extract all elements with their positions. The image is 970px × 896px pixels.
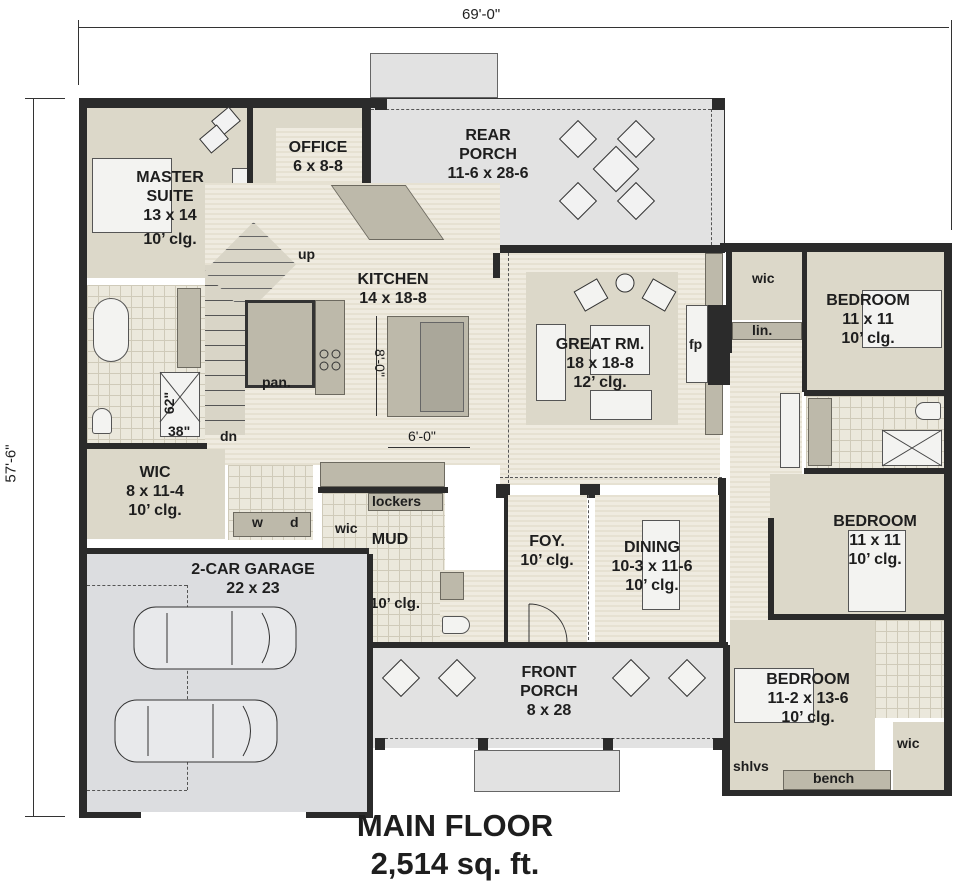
bedroom-1-wic xyxy=(732,252,804,320)
office-label: OFFICE 6 x 8-8 xyxy=(288,139,348,176)
lockers xyxy=(368,493,443,511)
floor-area: 2,514 sq. ft. xyxy=(370,846,540,881)
bedroom-3-label: BEDROOM 11-2 x 13-6 10’ clg. xyxy=(766,671,850,727)
bedroom-2-label: BEDROOM 11 x 11 10’ clg. xyxy=(833,513,917,569)
bedroom-3-bath xyxy=(875,620,944,718)
dining-label: DINING 10-3 x 11-6 10’ clg. xyxy=(611,539,693,595)
depth-dimension-label: 57'-6" xyxy=(2,444,20,483)
foyer xyxy=(507,495,587,642)
washer-dryer xyxy=(233,512,311,537)
width-dimension-label: 69'-0" xyxy=(462,6,501,23)
master-wic xyxy=(87,449,225,539)
sofa-icon xyxy=(536,324,566,401)
floor-title: MAIN FLOOR xyxy=(356,808,554,843)
mud-ceiling-label: 10’ clg. xyxy=(370,595,421,612)
coffee-table-icon xyxy=(590,325,650,375)
front-door-icon xyxy=(528,603,568,644)
bench xyxy=(783,770,891,790)
shelves-label: shlvs xyxy=(733,758,769,774)
toilet-icon xyxy=(92,408,112,434)
master-chairs-icon xyxy=(199,106,241,154)
rear-porch-steps xyxy=(370,53,498,98)
vanity xyxy=(177,288,201,368)
front-porch-label: FRONT PORCH 8 x 28 xyxy=(520,664,578,720)
rear-porch-label: REAR PORCH 11-6 x 28-6 xyxy=(447,127,529,183)
powder-vanity xyxy=(440,572,464,600)
bedroom-3-bed-icon xyxy=(734,668,814,723)
garage-label: 2-CAR GARAGE 22 x 23 xyxy=(191,561,315,598)
armchairs-icon xyxy=(573,273,677,312)
front-porch-chairs-icon xyxy=(381,658,707,698)
master-bed-icon xyxy=(92,158,172,233)
garage xyxy=(87,554,367,812)
car-icon-1 xyxy=(133,606,297,670)
great-room-label: GREAT RM. 18 x 18-8 12’ clg. xyxy=(555,336,645,392)
bedroom-1-bed-icon xyxy=(862,290,942,348)
rear-porch-seating-icon xyxy=(558,119,656,221)
master-suite-label: MASTER SUITE 13 x 14 10’ clg. xyxy=(136,169,204,248)
pantry-label: pan. xyxy=(262,374,291,390)
powder-toilet-icon xyxy=(442,616,470,634)
bathtub-icon xyxy=(93,298,129,362)
linen-closet xyxy=(732,322,802,340)
front-porch xyxy=(373,648,723,748)
dryer-label: d xyxy=(290,514,299,530)
bath-toilet-icon xyxy=(915,402,941,420)
bedroom-1-label: BEDROOM 11 x 11 10’ clg. xyxy=(826,292,910,348)
master-wic-label: WIC 8 x 11-4 10’ clg. xyxy=(126,464,184,520)
island-width-dimension: 6'-0" xyxy=(408,428,436,444)
fireplace-label: fp xyxy=(689,336,703,352)
kitchen-base-cabinets xyxy=(320,462,445,487)
shower-depth-label: 62" xyxy=(161,391,178,415)
shower-icon xyxy=(160,372,200,437)
double-vanity xyxy=(808,398,832,466)
cooktop-counter xyxy=(315,300,345,395)
loveseat-icon xyxy=(590,390,652,420)
car-icon-2 xyxy=(114,699,278,763)
front-porch-steps xyxy=(474,750,620,792)
bedroom-3-wic-label: wic xyxy=(897,735,920,751)
bedroom-2-bed-icon xyxy=(848,530,906,612)
linen-label: lin. xyxy=(752,322,773,338)
built-in-right xyxy=(705,380,723,435)
shower-width-label: 38" xyxy=(168,423,191,439)
fireplace-hearth xyxy=(686,305,708,383)
lockers-label: lockers xyxy=(372,493,422,509)
built-in-left xyxy=(705,253,723,308)
hall-bench-icon xyxy=(780,393,800,468)
cooktop-icon xyxy=(319,349,341,371)
dining-table-icon xyxy=(642,520,680,610)
mud-wic-label: wic xyxy=(335,520,358,536)
mud-label: MUD xyxy=(371,531,409,548)
bench-label: bench xyxy=(813,770,855,786)
kitchen-label: KITCHEN 14 x 18-8 xyxy=(357,271,429,308)
washer-label: w xyxy=(252,514,263,530)
island-depth-dimension: 8'-0" xyxy=(371,349,388,377)
bedroom-1-wic-label: wic xyxy=(752,270,775,286)
stair-down-label: dn xyxy=(220,428,238,444)
foyer-label: FOY. 10’ clg. xyxy=(520,533,574,570)
stair-up-label: up xyxy=(298,246,316,262)
bedroom-3-wic xyxy=(893,722,944,790)
pantry xyxy=(245,300,315,388)
